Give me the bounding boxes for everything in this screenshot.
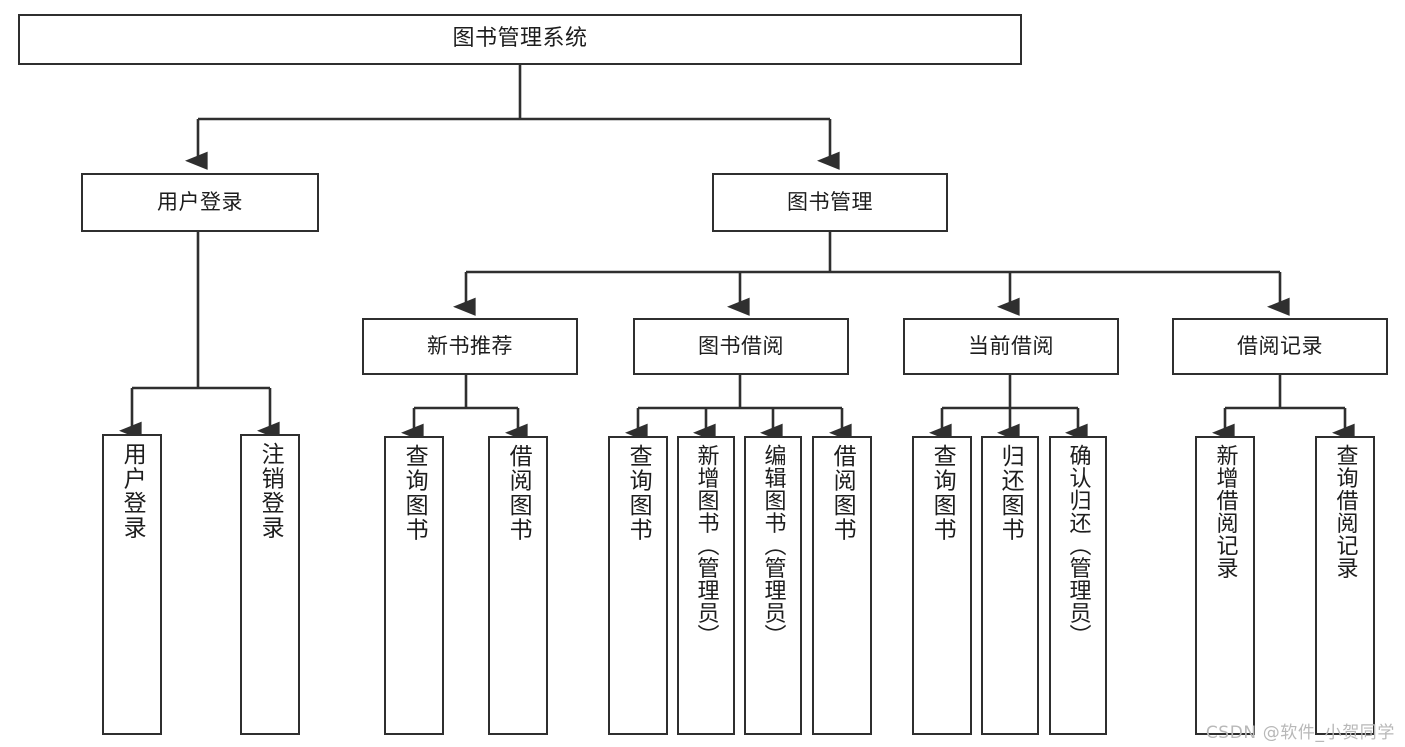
node-root-library-management-system[interactable]: 图书管理系统	[18, 14, 1022, 65]
node-current-borrowing[interactable]: 当前借阅	[903, 318, 1119, 375]
node-label: 用户登录	[119, 442, 146, 540]
leaf-borrow-books-recommend[interactable]: 借阅图书	[488, 436, 548, 735]
leaf-logout[interactable]: 注销登录	[240, 434, 300, 735]
csdn-watermark: CSDN @软件_小贺同学	[1205, 723, 1395, 743]
node-label: 编辑图书（管理员）	[760, 444, 786, 647]
node-label: 图书管理	[787, 190, 873, 215]
leaf-borrow-books[interactable]: 借阅图书	[812, 436, 872, 735]
node-borrow-records[interactable]: 借阅记录	[1172, 318, 1388, 375]
leaf-return-books[interactable]: 归还图书	[981, 436, 1039, 735]
node-user-login[interactable]: 用户登录	[81, 173, 319, 232]
node-label: 图书借阅	[698, 334, 784, 359]
node-label: 图书管理系统	[452, 26, 588, 52]
node-new-book-recommendation[interactable]: 新书推荐	[362, 318, 578, 375]
leaf-add-borrow-record[interactable]: 新增借阅记录	[1195, 436, 1255, 735]
leaf-query-borrow-record[interactable]: 查询借阅记录	[1315, 436, 1375, 735]
node-label: 查询图书	[625, 444, 652, 542]
node-label: 用户登录	[157, 190, 243, 215]
node-book-borrowing[interactable]: 图书借阅	[633, 318, 849, 375]
node-label: 新增借阅记录	[1212, 444, 1238, 579]
node-label: 新书推荐	[427, 334, 513, 359]
leaf-confirm-return-admin[interactable]: 确认归还（管理员）	[1049, 436, 1107, 735]
leaf-edit-book-admin[interactable]: 编辑图书（管理员）	[744, 436, 802, 735]
node-label: 借阅图书	[505, 444, 532, 542]
leaf-query-books-current[interactable]: 查询图书	[912, 436, 972, 735]
node-label: 借阅图书	[829, 444, 856, 542]
node-label: 归还图书	[997, 444, 1024, 542]
leaf-query-books-borrow[interactable]: 查询图书	[608, 436, 668, 735]
leaf-user-login[interactable]: 用户登录	[102, 434, 162, 735]
node-label: 查询图书	[929, 444, 956, 542]
node-label: 查询借阅记录	[1332, 444, 1358, 579]
node-label: 借阅记录	[1237, 334, 1323, 359]
node-label: 注销登录	[257, 442, 284, 540]
node-label: 新增图书（管理员）	[693, 444, 719, 647]
leaf-query-books-recommend[interactable]: 查询图书	[384, 436, 444, 735]
node-label: 确认归还（管理员）	[1065, 444, 1091, 647]
node-label: 查询图书	[401, 444, 428, 542]
leaf-add-book-admin[interactable]: 新增图书（管理员）	[677, 436, 735, 735]
node-label: 当前借阅	[968, 334, 1054, 359]
node-book-management[interactable]: 图书管理	[712, 173, 948, 232]
